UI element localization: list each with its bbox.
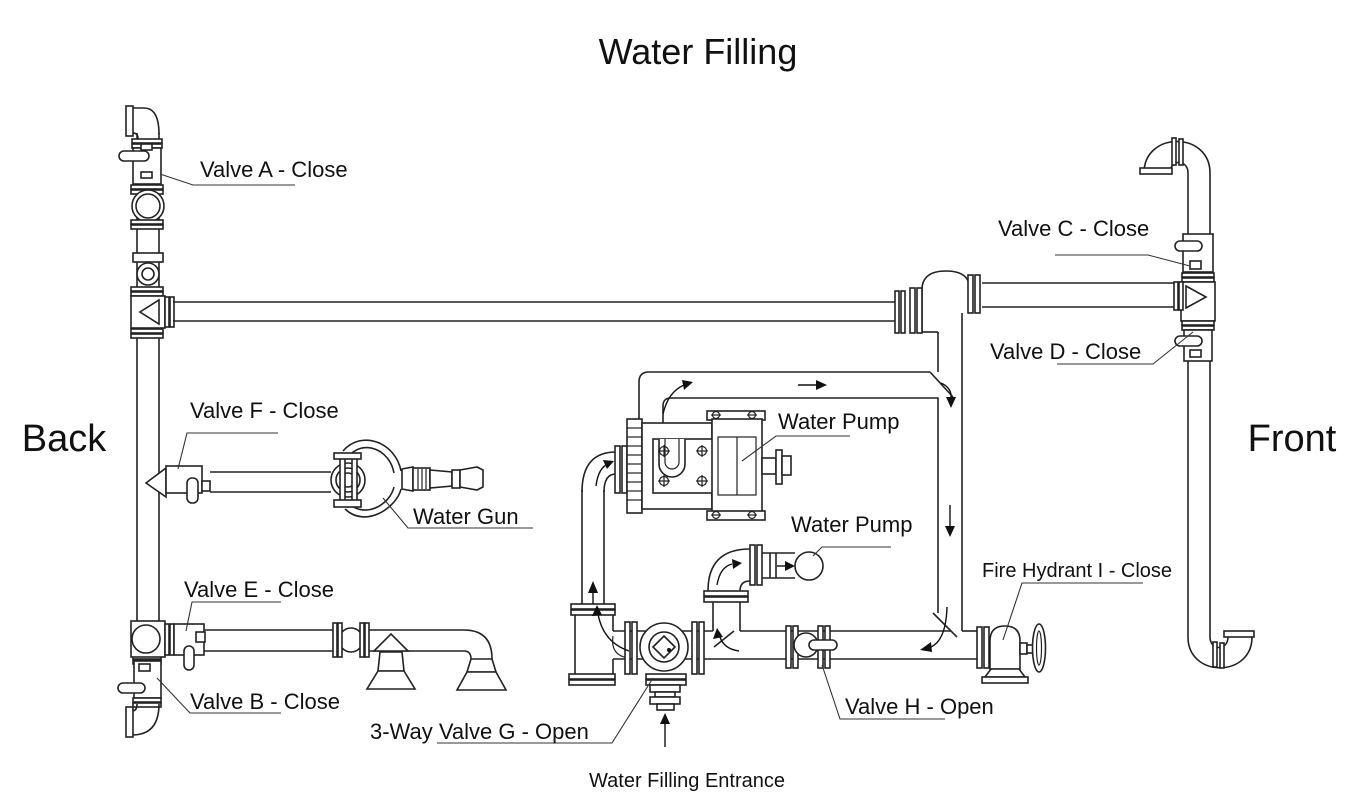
valve-g-to-riser-arrow bbox=[592, 605, 630, 652]
pump2-branch bbox=[703, 544, 824, 648]
pump-shaft bbox=[761, 457, 777, 475]
gun-nozzle bbox=[401, 466, 484, 492]
water-gun bbox=[330, 439, 484, 518]
bolt bbox=[658, 445, 708, 487]
riser-elbow-arrow bbox=[595, 460, 614, 487]
valve-b-handle bbox=[117, 682, 146, 694]
valve-h-handle bbox=[808, 639, 838, 651]
leader-lines bbox=[156, 173, 1194, 744]
top-pipe-flow-arrow bbox=[798, 380, 827, 390]
main-top-pipe-right bbox=[982, 282, 1183, 308]
entrance-arrow bbox=[660, 713, 670, 747]
filling-entrance-coupling bbox=[649, 684, 681, 711]
top-junction-fitting bbox=[909, 270, 981, 638]
front-pipe-bottom-bend bbox=[1187, 630, 1255, 669]
front-pipe-assembly bbox=[1139, 137, 1255, 669]
water-pump-lower-label: Water Pump bbox=[791, 512, 912, 537]
back-pipe-top-elbow bbox=[125, 105, 160, 140]
pump1-assembly bbox=[568, 371, 939, 686]
flow-arrows bbox=[588, 380, 956, 747]
valve-d-handle bbox=[1174, 335, 1203, 347]
valve-f bbox=[144, 465, 211, 504]
valve-h-label: Valve H - Open bbox=[845, 694, 994, 719]
water-pump-lower bbox=[794, 551, 824, 581]
valve-h bbox=[785, 625, 838, 669]
back-pipe-assembly bbox=[117, 105, 175, 738]
pipe-union bbox=[332, 622, 370, 658]
wye-vane-top bbox=[929, 371, 954, 398]
merge-down-arrow bbox=[940, 382, 956, 408]
valve-e-handle bbox=[183, 645, 195, 671]
valve-a-label: Valve A - Close bbox=[200, 157, 348, 182]
pump2-elbow-arrow bbox=[716, 559, 742, 586]
spray-nozzle-1 bbox=[365, 632, 417, 690]
into-pump2-arrow bbox=[777, 561, 795, 571]
bottom-fittings bbox=[624, 544, 1047, 711]
three-way-valve-g bbox=[624, 621, 705, 711]
main-top-pipe bbox=[173, 290, 906, 334]
valve-c bbox=[1174, 233, 1215, 283]
downpipe-arrow bbox=[945, 505, 955, 537]
back-tee-fitting bbox=[130, 295, 175, 339]
fire-hydrant-i bbox=[976, 623, 1047, 684]
hydrant-handwheel bbox=[1031, 623, 1047, 673]
valve-a bbox=[118, 143, 162, 185]
text-labels: Water Filling Back Front Valve A - Close… bbox=[22, 31, 1337, 792]
diagram-title: Water Filling bbox=[599, 31, 798, 72]
front-tee-fitting bbox=[1173, 281, 1216, 331]
spray-branch bbox=[130, 620, 508, 691]
tee-up-arrow bbox=[713, 628, 740, 652]
back-pipe-bottom-elbow bbox=[125, 703, 160, 738]
valve-d-label: Valve D - Close bbox=[990, 339, 1141, 364]
water-pump-upper bbox=[626, 410, 792, 521]
bottom-merge-left-arrow bbox=[920, 606, 948, 652]
front-pipe-top-bend bbox=[1139, 137, 1211, 175]
entrance-label: Water Filling Entrance bbox=[589, 770, 785, 792]
valve-g-label: 3-Way Valve G - Open bbox=[370, 719, 589, 744]
valve-e-label: Valve E - Close bbox=[184, 577, 334, 602]
check-valve bbox=[131, 189, 165, 223]
flow-triangle-right bbox=[1185, 284, 1208, 310]
riser-up-arrow bbox=[588, 581, 598, 604]
valve-c-label: Valve C - Close bbox=[998, 216, 1149, 241]
valve-a-handle bbox=[118, 150, 150, 162]
water-gun-label: Water Gun bbox=[413, 504, 519, 529]
back-label: Back bbox=[22, 418, 107, 460]
pipe-coupling bbox=[132, 252, 164, 263]
flow-triangle-left bbox=[138, 298, 160, 326]
valve-c-handle bbox=[1174, 240, 1203, 252]
valve-e bbox=[173, 623, 206, 671]
pump-outlet-bend-arrow bbox=[662, 380, 693, 415]
water-gun-branch bbox=[144, 439, 484, 518]
front-label: Front bbox=[1248, 418, 1337, 460]
spray-nozzle-2 bbox=[455, 658, 508, 691]
valve-f-label: Valve F - Close bbox=[190, 398, 339, 423]
valve-f-handle bbox=[186, 477, 199, 504]
sight-glass bbox=[136, 262, 160, 286]
spray-tee bbox=[130, 620, 175, 658]
water-pump-upper-label: Water Pump bbox=[778, 409, 899, 434]
fire-hydrant-label: Fire Hydrant I - Close bbox=[982, 560, 1172, 582]
valve-b-label: Valve B - Close bbox=[190, 689, 340, 714]
